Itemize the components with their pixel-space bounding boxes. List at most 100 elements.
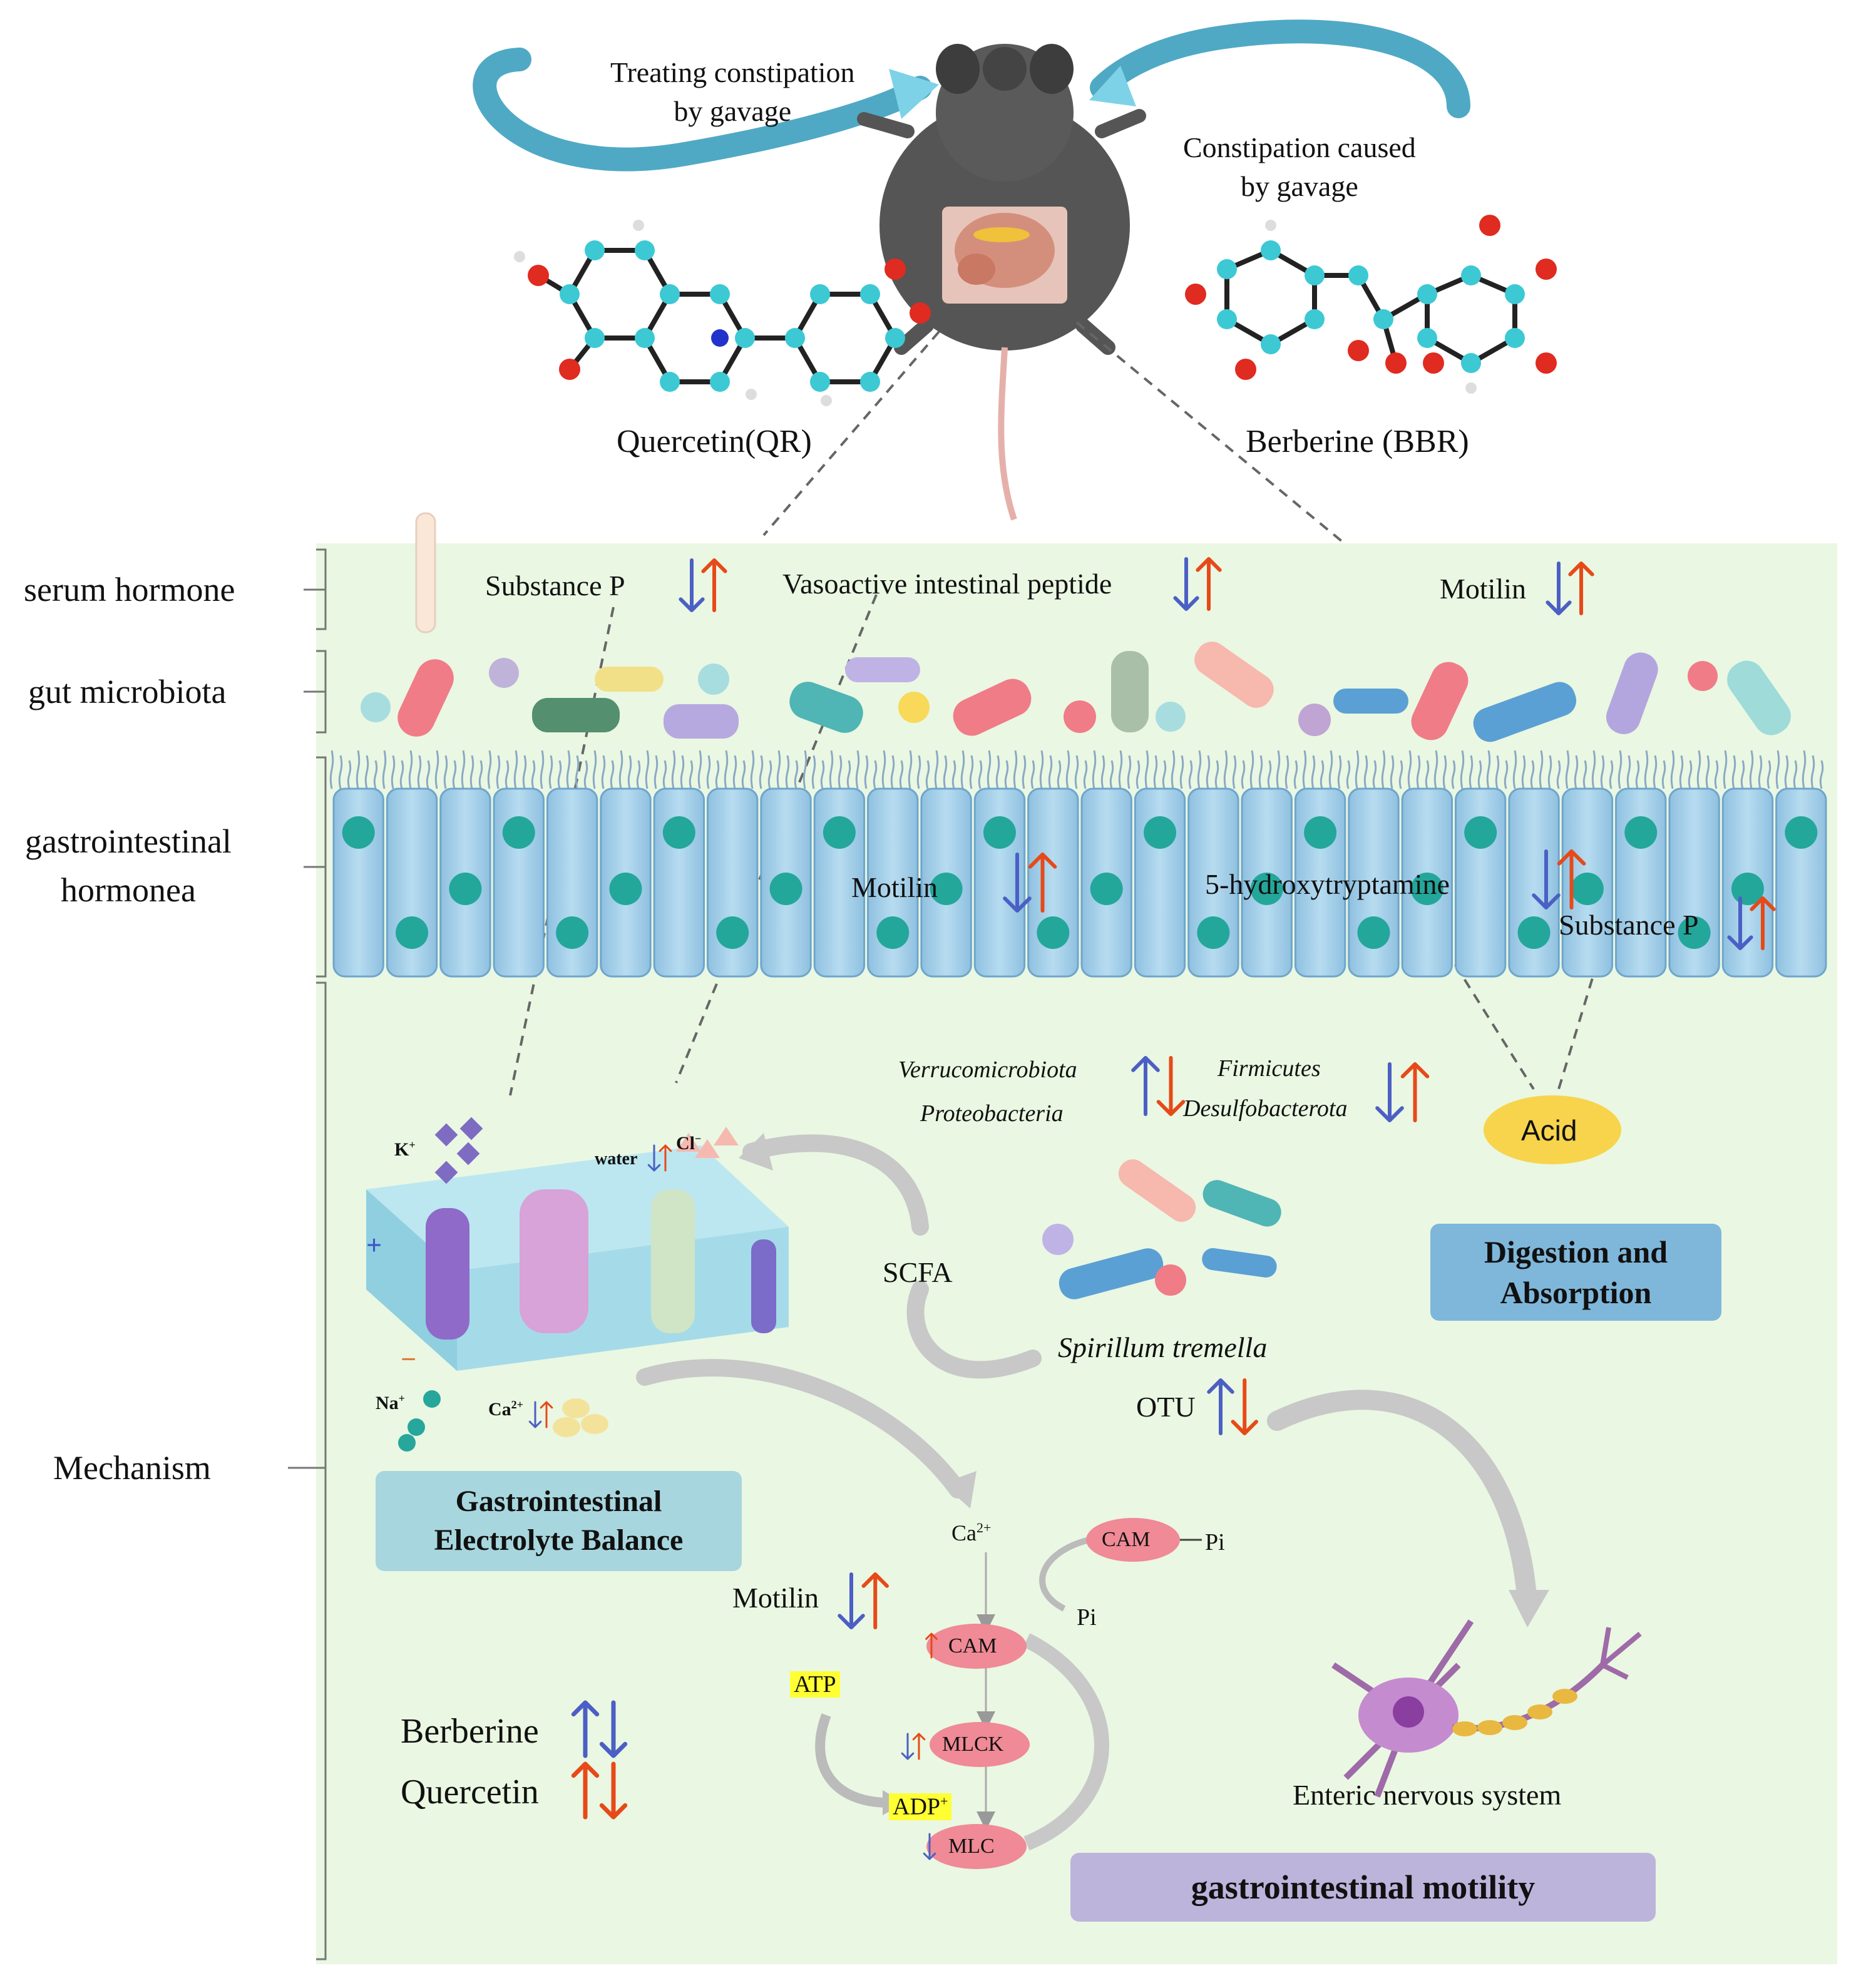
legend-berberine-blue-down-arrow — [599, 1700, 628, 1758]
cell-nucleus — [1624, 816, 1658, 849]
na-ion-label: Na+ — [376, 1393, 405, 1413]
microvillus — [1679, 755, 1684, 789]
cell-nucleus — [769, 873, 802, 905]
scfa-label: SCFA — [883, 1256, 953, 1288]
microvillus — [1425, 760, 1430, 789]
microvillus — [382, 750, 387, 789]
ca-ion-label: Ca2+ — [488, 1399, 523, 1419]
serum-motilin-blue-down-arrow — [1546, 561, 1572, 615]
cause-arrow — [1090, 19, 1470, 118]
microvillus — [1311, 755, 1316, 789]
microvillus — [1022, 755, 1027, 789]
microvillus — [1565, 750, 1570, 789]
cell-nucleus — [823, 816, 856, 849]
microvillus — [408, 750, 413, 789]
proteobacteria-label: Proteobacteria — [920, 1100, 1064, 1127]
acid-ellipse — [1484, 1095, 1621, 1164]
microvillus — [1302, 750, 1307, 789]
membrane-to-ca-arrow — [636, 1359, 966, 1499]
microvillus — [732, 755, 737, 789]
verrucomicrobiota-label: Verrucomicrobiota — [898, 1057, 1077, 1083]
mlc-ellipse — [926, 1824, 1027, 1869]
mlc-label: MLC — [948, 1835, 995, 1858]
microvillus — [557, 760, 562, 789]
microvillus — [1372, 760, 1377, 789]
microvillus — [601, 755, 606, 789]
microvillus — [478, 760, 483, 789]
microvillus — [838, 755, 843, 789]
cell-nucleus — [1090, 873, 1123, 905]
microvillus — [1188, 760, 1193, 789]
quercetin-molecule — [536, 248, 898, 384]
ca-ion-blue-down-arrow — [528, 1401, 542, 1428]
microvillus — [715, 760, 720, 789]
microvillus — [1749, 750, 1754, 789]
microvillus — [566, 750, 571, 789]
microvillus — [505, 760, 510, 789]
epi-substance-p: Substance P — [1559, 909, 1699, 941]
digestion-absorption-box: Digestion and Absorption — [1430, 1224, 1721, 1321]
mlck-red-up-arrow — [912, 1733, 926, 1760]
microvillus — [1723, 750, 1728, 789]
cam-red-up-arrow — [925, 1632, 938, 1659]
serum-substance-p-blue-down-arrow — [679, 558, 705, 612]
cell-nucleus — [1517, 916, 1551, 949]
k-sup: + — [409, 1139, 416, 1151]
microvillus — [522, 755, 527, 789]
microvillus — [1819, 760, 1824, 789]
cl-ion-label: Cl− — [676, 1133, 701, 1153]
microvillus — [1556, 760, 1561, 789]
serum-motilin: Motilin — [1440, 573, 1527, 605]
microvillus — [1740, 760, 1745, 789]
legend-quercetin-red-down-arrow — [599, 1761, 628, 1820]
serum-vip-blue-down-arrow — [1173, 557, 1199, 611]
microvillus — [846, 760, 851, 789]
microvillus — [1363, 755, 1368, 789]
microvillus — [1083, 760, 1088, 789]
mlck-ellipse — [930, 1722, 1030, 1767]
water-label: water — [595, 1149, 638, 1169]
mini-microbe-cluster — [1042, 1159, 1281, 1299]
cell-nucleus — [1144, 816, 1177, 849]
firmicutes-red-up-arrow — [1400, 1062, 1430, 1122]
otu-blue-up-arrow — [1207, 1378, 1234, 1435]
legend-quercetin: Quercetin — [401, 1773, 539, 1811]
adp-text: ADP — [893, 1793, 941, 1820]
treat-arrow-head — [889, 69, 939, 119]
microvillus — [610, 760, 615, 789]
microvillus — [767, 760, 772, 789]
ca-ions — [553, 1398, 608, 1437]
microvillus — [645, 750, 650, 789]
treat-label: Treating constipation by gavage — [610, 56, 855, 128]
microvillus — [785, 755, 790, 789]
cell-nucleus — [716, 916, 749, 949]
microvillus — [820, 760, 825, 789]
microvillus — [417, 755, 422, 789]
mlc-blue-down-arrow — [923, 1833, 936, 1860]
serum-vip-red-up-arrow — [1196, 557, 1222, 611]
na-sup: + — [398, 1392, 405, 1405]
microvillus — [916, 755, 921, 789]
microvillus — [469, 755, 474, 789]
microvillus — [995, 755, 1000, 789]
microvillus — [1442, 755, 1447, 789]
microvillus — [750, 750, 755, 789]
microvillus — [347, 760, 352, 789]
microvillus — [829, 750, 834, 789]
microvillus — [1600, 755, 1605, 789]
row-label-serum-hormone: serum hormone — [24, 571, 235, 608]
microvillus — [1179, 755, 1184, 789]
microvillus — [329, 750, 334, 789]
verruco-blue-up-arrow — [1131, 1056, 1160, 1116]
regulation-arrows — [528, 557, 1776, 1860]
microvillus — [1766, 760, 1771, 789]
microvillus — [908, 750, 913, 789]
microvillus — [671, 750, 676, 789]
microvillus — [1030, 760, 1035, 789]
microvillus — [1469, 755, 1474, 789]
microvillus — [1670, 750, 1675, 789]
microvillus — [1802, 750, 1807, 789]
microvillus — [592, 750, 597, 789]
microbe-cluster — [361, 642, 1791, 742]
serum-substance-p: Substance P — [485, 570, 625, 602]
